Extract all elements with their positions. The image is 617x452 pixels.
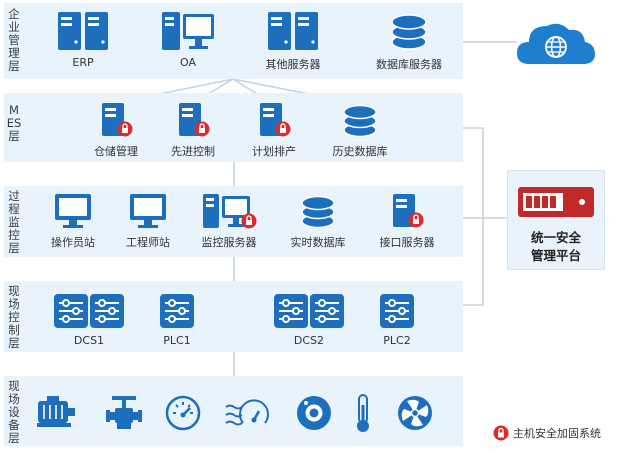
locked-server-icon <box>179 103 210 137</box>
history-db-node: 历史数据库 <box>322 101 398 159</box>
database-icon <box>301 195 335 229</box>
plc2-node: PLC2 <box>368 292 426 347</box>
fan-icon <box>398 396 432 430</box>
legend: 主机安全加固系统 <box>493 425 601 441</box>
erp-node: ERP <box>53 10 113 69</box>
dual-server-icon <box>268 12 318 50</box>
advanced-control-label: 先进控制 <box>171 145 215 158</box>
sensor-icon <box>297 396 331 430</box>
oa-label: OA <box>180 56 196 69</box>
monitor-icon <box>55 194 91 228</box>
realtime-db-label: 实时数据库 <box>290 236 346 249</box>
monitor-icon <box>130 194 166 228</box>
platform-title-line1: 统一安全 <box>530 230 581 245</box>
dcs1-label: DCS1 <box>73 334 105 347</box>
platform-title-line2: 管理平台 <box>530 248 581 263</box>
band-device <box>4 376 463 446</box>
plc2-label: PLC2 <box>383 334 411 347</box>
plc1-label: PLC1 <box>163 334 191 347</box>
controller-icon <box>160 294 194 328</box>
monitor-server-node: 监控服务器 <box>196 192 262 250</box>
dual-controller-icon <box>274 294 344 328</box>
layer-label-enterprise: 企业管理层 <box>8 7 20 73</box>
dcs2-label: DCS2 <box>293 334 325 347</box>
other-servers-label: 其他服务器 <box>265 58 321 71</box>
erp-label: ERP <box>72 56 94 69</box>
db-server-node: 数据库服务器 <box>371 10 447 72</box>
operator-station-node: 操作员站 <box>42 192 104 250</box>
plc1-node: PLC1 <box>148 292 206 347</box>
valve-icon <box>106 396 142 429</box>
thermometer-icon <box>357 394 369 432</box>
operator-station-label: 操作员站 <box>51 236 95 249</box>
locked-server-icon <box>102 103 133 137</box>
dcs2-node: DCS2 <box>270 292 348 347</box>
oa-node: OA <box>157 10 219 69</box>
motor-icon <box>37 396 75 427</box>
controller-icon <box>380 294 414 328</box>
warehouse-node: 仓储管理 <box>82 101 150 159</box>
interface-server-label: 接口服务器 <box>379 236 435 249</box>
locked-server-icon <box>260 103 291 137</box>
warehouse-label: 仓储管理 <box>94 145 138 158</box>
lock-badge-icon <box>493 425 509 441</box>
history-db-label: 历史数据库 <box>332 145 388 158</box>
legend-label: 主机安全加固系统 <box>513 427 601 440</box>
security-platform-box: 统一安全 管理平台 <box>507 170 605 270</box>
cloud-internet-icon <box>517 23 595 64</box>
security-appliance-icon <box>518 187 594 217</box>
layer-label-device: 现场设备层 <box>8 379 20 445</box>
advanced-control-node: 先进控制 <box>159 101 227 159</box>
dcs1-node: DCS1 <box>50 292 128 347</box>
monitor-server-label: 监控服务器 <box>201 236 257 249</box>
locked-workstation-icon <box>203 194 257 229</box>
locked-server-icon <box>393 194 424 228</box>
engineer-station-node: 工程师站 <box>117 192 179 250</box>
scheduling-label: 计划排产 <box>252 145 296 158</box>
scheduling-node: 计划排产 <box>240 101 308 159</box>
dual-controller-icon <box>54 294 124 328</box>
layer-label-mes: MES层 <box>6 103 22 143</box>
engineer-station-label: 工程师站 <box>126 236 170 249</box>
layer-label-supervision: 过程监控层 <box>8 189 20 255</box>
database-icon <box>391 14 427 50</box>
flow-meter-icon <box>225 399 269 426</box>
other-servers-node: 其他服务器 <box>262 10 324 72</box>
layer-label-control: 现场控制层 <box>8 284 20 350</box>
workstation-icon <box>162 12 214 50</box>
database-icon <box>343 104 377 138</box>
pressure-gauge-icon <box>165 395 201 431</box>
dual-server-icon <box>58 12 108 50</box>
interface-server-node: 接口服务器 <box>372 192 442 250</box>
db-server-label: 数据库服务器 <box>376 58 442 71</box>
realtime-db-node: 实时数据库 <box>283 192 353 250</box>
band-mes <box>4 93 463 162</box>
